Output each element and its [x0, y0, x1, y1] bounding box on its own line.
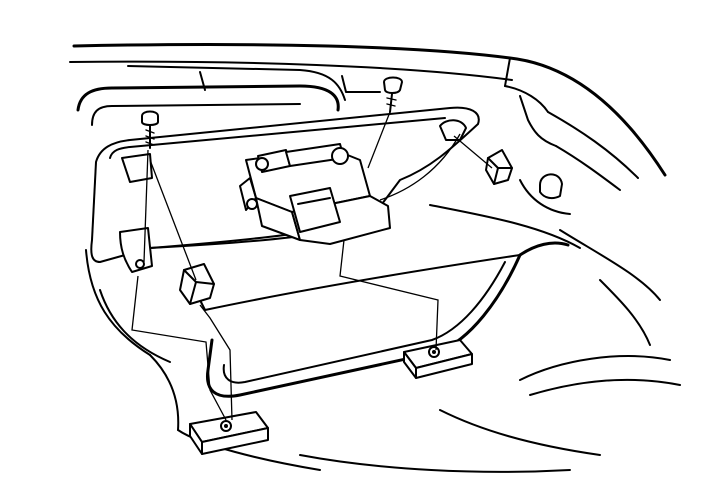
- stopper-left: [189, 411, 269, 455]
- clip-right: [485, 149, 513, 185]
- leader-lines: [131, 111, 493, 421]
- stopper-right: [403, 339, 473, 379]
- glove-box-opening: [199, 241, 570, 398]
- screw-right: [383, 76, 403, 113]
- dashboard-body: [69, 43, 681, 473]
- screw-left: [141, 110, 159, 149]
- actuator-unit: [239, 143, 391, 245]
- clip-left: [179, 263, 215, 305]
